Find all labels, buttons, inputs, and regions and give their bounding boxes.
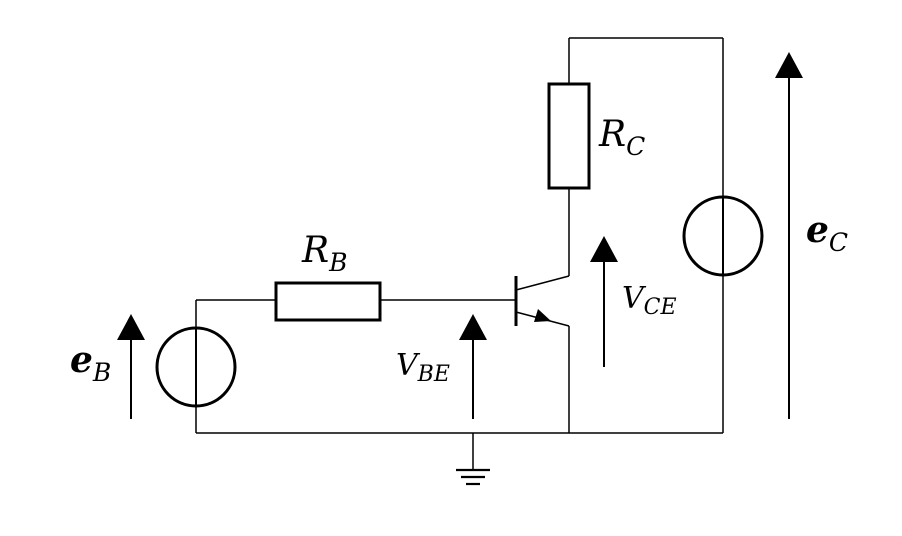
npn-transistor [514, 275, 570, 327]
ground-symbol [456, 468, 490, 486]
label-rb: RB [301, 230, 347, 277]
arrow-ec [775, 52, 803, 419]
source-ec [682, 195, 764, 277]
label-vbe: VBE [396, 348, 450, 387]
arrow-vbe [459, 314, 487, 419]
source-eb [155, 326, 237, 408]
label-eb: eB [70, 339, 111, 387]
transistor-collector-leg [515, 275, 570, 291]
arrow-vce [590, 236, 618, 367]
resistor-rb [274, 281, 382, 322]
arrow-eb [117, 314, 145, 419]
resistor-rc [547, 82, 591, 190]
label-rc: RC [598, 114, 645, 161]
transistor-emitter-arrow [534, 309, 551, 322]
label-vce: VCE [622, 281, 677, 320]
label-ec: eC [806, 209, 848, 257]
wires [195, 37, 724, 470]
